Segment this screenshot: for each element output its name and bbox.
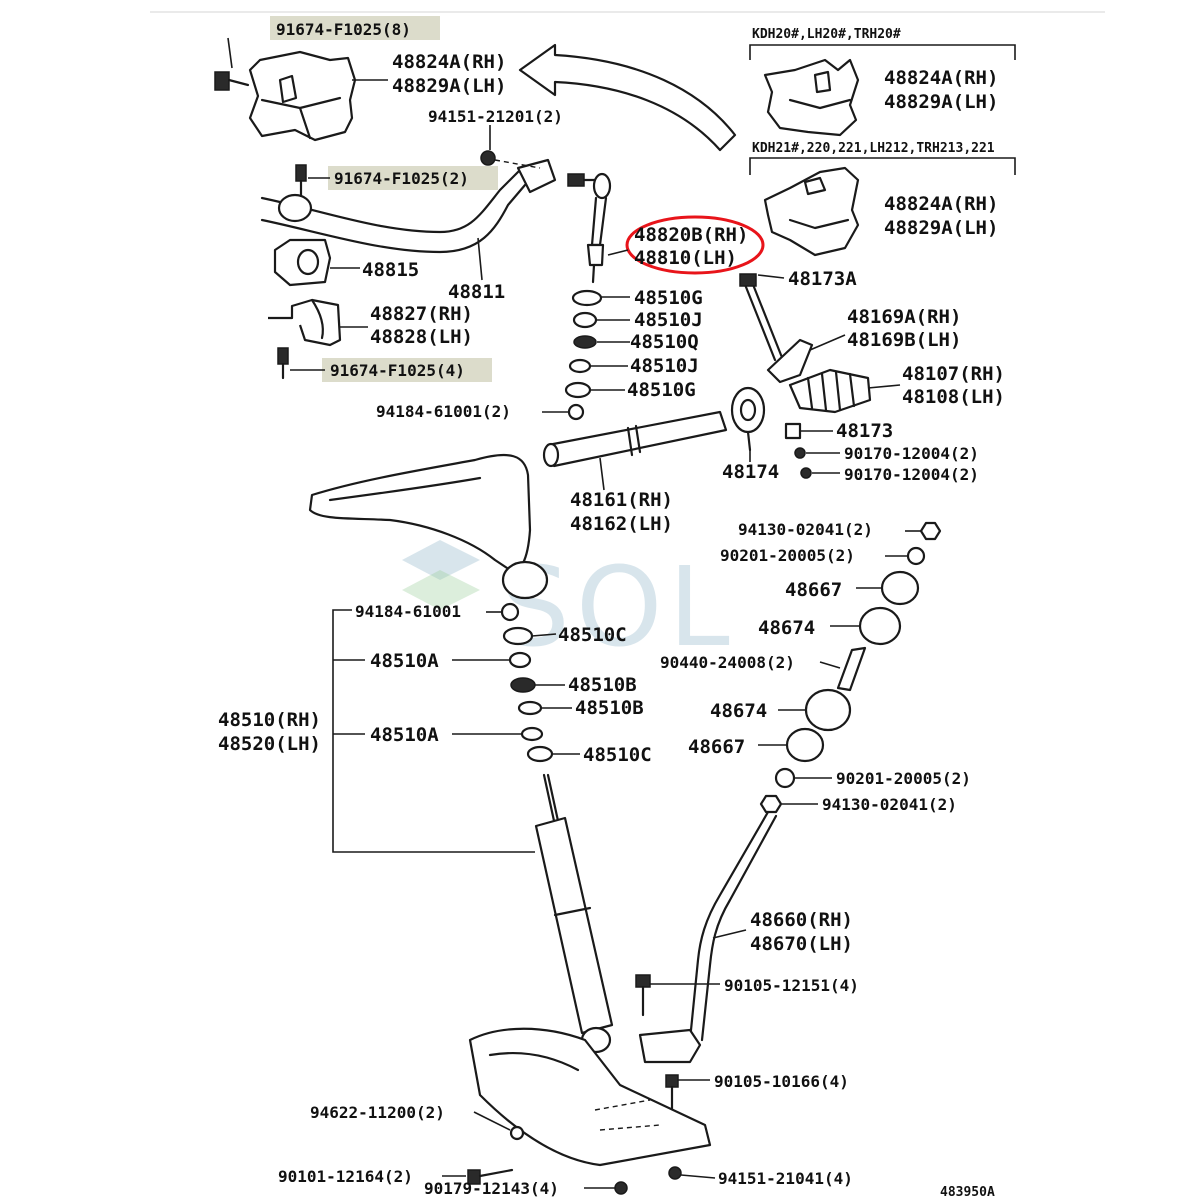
- bolt-top-drawing: [214, 71, 250, 91]
- label-link-lh: 48810(LH): [634, 247, 737, 269]
- watermark-text: SOL: [500, 543, 736, 671]
- label-anchor-lh: 48108(LH): [902, 386, 1005, 408]
- label-link-rh: 48820B(RH): [634, 224, 748, 246]
- watermark: SOL: [402, 540, 736, 671]
- label-bar-lh: 48162(LH): [570, 513, 673, 535]
- stabilizer-bar-drawing: [260, 150, 557, 254]
- watermark-logo-mark-2: [402, 570, 480, 610]
- label-stab-bar: 48811: [448, 281, 505, 303]
- label-collar-90440: 90440-24008(2): [660, 653, 795, 672]
- label-bracket-rh: 48824A(RH): [392, 51, 506, 73]
- label-torsion-pin: 48173A: [788, 268, 857, 290]
- label-clamp-lh: 48828(LH): [370, 326, 473, 348]
- variant-1-title: KDH20#,LH20#,TRH20#: [752, 27, 901, 42]
- label-bolt-90105-a: 90105-12151(4): [724, 976, 859, 995]
- label-48510g-b: 48510G: [627, 379, 696, 401]
- retainer-stack-upper: [564, 289, 603, 421]
- label-nut-90170-a: 90170-12004(2): [844, 444, 979, 463]
- label-washer-90201-b: 90201-20005(2): [836, 769, 971, 788]
- label-absorber-rh: 48510(RH): [218, 709, 321, 731]
- bolt-mid-drawing: [295, 164, 307, 198]
- label-nut-94130-b: 94130-02041(2): [822, 795, 957, 814]
- anchor-drawing: [788, 368, 872, 414]
- label-anchor-rh: 48107(RH): [902, 363, 1005, 385]
- label-bracket-lh: 48829A(LH): [392, 75, 506, 97]
- bushing-drawing: [273, 238, 332, 287]
- highlight-circle: [625, 215, 765, 275]
- label-48510c-a: 48510C: [558, 624, 627, 646]
- label-nut-94184-low: 94184-61001: [355, 602, 461, 621]
- label-nut-stab: 94151-21201(2): [428, 107, 563, 126]
- label-ref-code: 483950A: [940, 1185, 995, 1200]
- variant-2-title: KDH21#,220,221,LH212,TRH213,221: [752, 141, 995, 156]
- variant-2-lh: 48829A(LH): [884, 217, 998, 239]
- bolt-90101-drawing: [467, 1125, 525, 1185]
- strut-rod-drawing: [638, 810, 778, 1064]
- label-arm-lh: 48169B(LH): [847, 329, 961, 351]
- label-nut-90170-b: 90170-12004(2): [844, 465, 979, 484]
- label-washer-90201-a: 90201-20005(2): [720, 546, 855, 565]
- highlight-bolt-low: [322, 358, 492, 382]
- label-nut-94184-top: 94184-61001(2): [376, 402, 511, 421]
- label-strut-lh: 48670(LH): [750, 933, 853, 955]
- label-48510g-a: 48510G: [634, 287, 703, 309]
- retainer-stack-lower: [500, 602, 554, 763]
- label-bolt-90101: 90101-12164(2): [278, 1167, 413, 1186]
- label-nut-94130-a: 94130-02041(2): [738, 520, 873, 539]
- label-adj-48174: 48174: [722, 461, 779, 483]
- label-arm-rh: 48169A(RH): [847, 306, 961, 328]
- variant-2-rh: 48824A(RH): [884, 193, 998, 215]
- label-48510j-a: 48510J: [634, 309, 703, 331]
- label-bolt-94622: 94622-11200(2): [310, 1103, 445, 1122]
- torsion-pin-drawing: [739, 273, 785, 362]
- variant-2-group: [749, 157, 1016, 257]
- label-bolt-mid: 91674-F1025(2): [334, 169, 469, 188]
- variant-1-rh: 48824A(RH): [884, 67, 998, 89]
- variant-1-lh: 48829A(LH): [884, 91, 998, 113]
- label-48510a-a: 48510A: [370, 650, 439, 672]
- label-cushion-48674-b: 48674: [710, 700, 767, 722]
- label-48510c-b: 48510C: [583, 744, 652, 766]
- label-48510q: 48510Q: [630, 331, 699, 353]
- cushion-stack-right: [759, 521, 942, 814]
- label-bar-rh: 48161(RH): [570, 489, 673, 511]
- leader-lines: [227, 37, 921, 1189]
- upper-arm-drawing: [308, 453, 549, 600]
- label-bolt-90105-b: 90105-10166(4): [714, 1072, 849, 1091]
- highlight-bolt-mid: [328, 166, 498, 190]
- label-spacer-48173: 48173: [836, 420, 893, 442]
- lower-arm-drawing: [468, 1027, 712, 1167]
- torsion-bar-drawing: [542, 386, 766, 468]
- absorber-bracket-line: [332, 609, 535, 853]
- label-48510b-a: 48510B: [568, 674, 637, 696]
- nuts-90170-drawing: [794, 447, 812, 479]
- label-cushion-48667-b: 48667: [688, 736, 745, 758]
- spacer-48173-drawing: [784, 422, 802, 440]
- label-bolt-low: 91674-F1025(4): [330, 361, 465, 380]
- arm-48169-drawing: [766, 338, 814, 384]
- bracket-main-drawing: [248, 50, 357, 142]
- label-48510j-b: 48510J: [630, 355, 699, 377]
- bolt-90105-a-drawing: [635, 974, 651, 1017]
- label-nut-90179: 90179-12143(4): [424, 1179, 559, 1198]
- label-strut-rh: 48660(RH): [750, 909, 853, 931]
- label-nut-94151: 94151-21041(4): [718, 1169, 853, 1188]
- direction-arrow: [518, 43, 737, 152]
- label-clamp-rh: 48827(RH): [370, 303, 473, 325]
- label-48510b-b: 48510B: [575, 697, 644, 719]
- nut-bottom-drawing: [614, 1166, 682, 1195]
- label-cushion-48667-a: 48667: [785, 579, 842, 601]
- highlight-bolt-top: [270, 16, 440, 40]
- clamp-drawing: [268, 298, 342, 347]
- variant-1-group: [749, 44, 1016, 137]
- label-bushing: 48815: [362, 259, 419, 281]
- label-absorber-lh: 48520(LH): [218, 733, 321, 755]
- watermark-logo-mark: [402, 540, 480, 580]
- bolt-low-drawing: [277, 347, 289, 380]
- label-cushion-48674-a: 48674: [758, 617, 815, 639]
- stabilizer-link-drawing: [567, 172, 612, 284]
- label-48510a-b: 48510A: [370, 724, 439, 746]
- label-bolt-top: 91674-F1025(8): [276, 20, 411, 39]
